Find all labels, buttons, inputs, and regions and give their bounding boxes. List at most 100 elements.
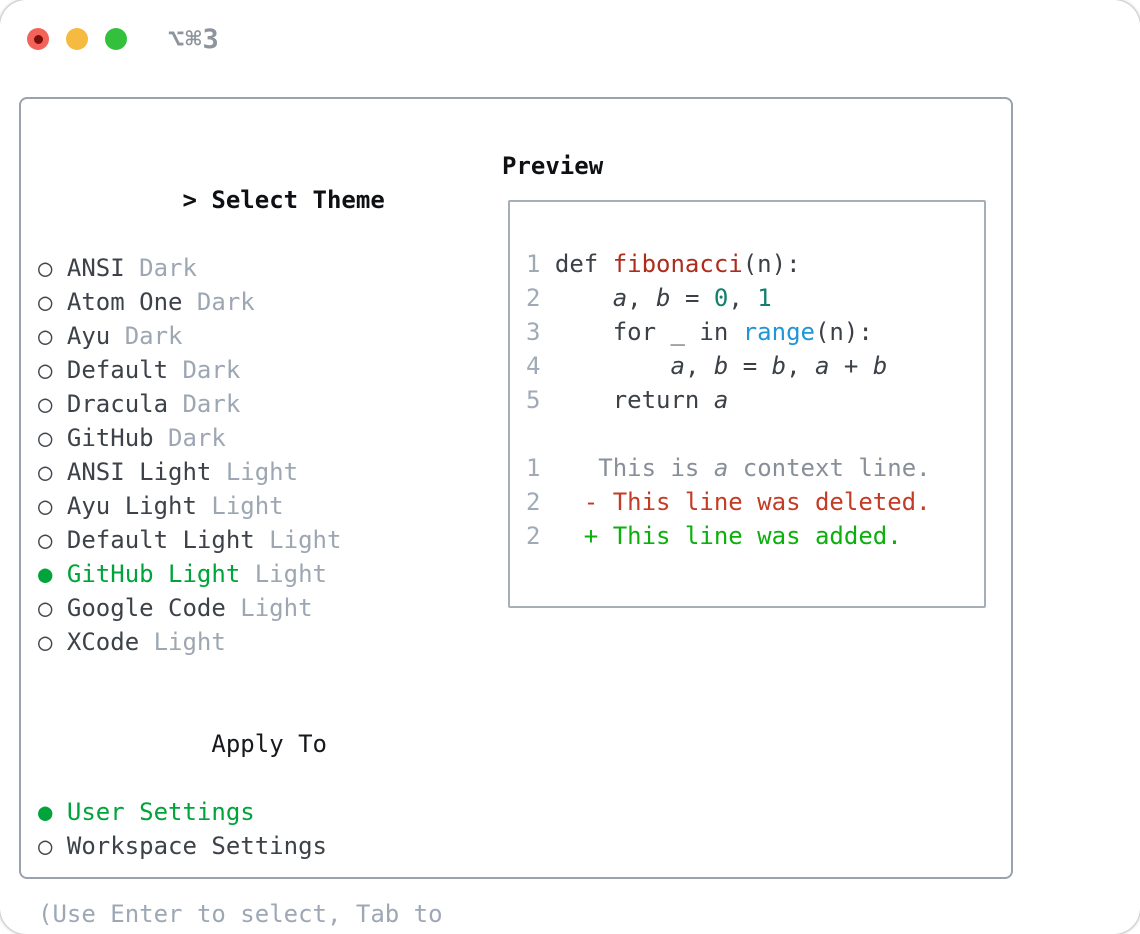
line-number: 5	[526, 386, 541, 414]
preview-title: Preview	[502, 152, 604, 180]
radio-icon: ○	[38, 628, 53, 656]
theme-option[interactable]: ○ Default Dark	[38, 353, 502, 387]
theme-variant: Dark	[168, 424, 226, 452]
radio-icon: ○	[38, 526, 53, 554]
line-number: 2	[526, 284, 541, 312]
theme-variant: Dark	[139, 254, 197, 282]
apply-label: Workspace Settings	[66, 832, 327, 860]
code-token: - This line was deleted.	[554, 488, 931, 516]
apply-to-header: Apply To	[38, 693, 502, 795]
code-token: This is	[554, 454, 714, 482]
theme-variant: Light	[254, 560, 327, 588]
radio-icon: ○	[38, 322, 53, 350]
radio-icon: ○	[38, 424, 53, 452]
radio-icon: ○	[38, 458, 53, 486]
theme-name: Default Light	[66, 526, 255, 554]
apply-option[interactable]: ○ Workspace Settings	[38, 829, 502, 863]
code-line: 1 def fibonacci(n):	[526, 247, 984, 281]
theme-option[interactable]: ○ Ayu Light Light	[38, 489, 502, 523]
theme-option[interactable]: ○ Dracula Dark	[38, 387, 502, 421]
code-token: a	[713, 386, 729, 414]
apply-option[interactable]: ● User Settings	[38, 795, 502, 829]
code-token: a	[670, 352, 685, 380]
theme-option[interactable]: ○ Ayu Dark	[38, 319, 502, 353]
code-line: 4 a, b = b, a + b	[526, 349, 984, 383]
spacer	[38, 863, 502, 897]
code-token: context line.	[728, 454, 931, 482]
theme-name: Dracula	[66, 390, 169, 418]
radio-selected-icon: ●	[38, 560, 53, 588]
theme-name: Atom One	[66, 288, 183, 316]
code-token: b	[713, 352, 729, 380]
radio-selected-icon: ●	[38, 798, 53, 826]
theme-variant: Dark	[182, 356, 241, 384]
radio-icon: ○	[38, 356, 53, 384]
code-token: a	[713, 454, 729, 482]
code-token: (n):	[742, 250, 801, 278]
radio-icon: ○	[38, 390, 53, 418]
keyboard-hint: (Use Enter to select, Tab to change focu…	[38, 900, 443, 928]
code-token: =	[728, 352, 772, 380]
code-line: 1 This is a context line.	[526, 451, 984, 485]
theme-option[interactable]: ● GitHub Light Light	[38, 557, 502, 591]
spacer	[38, 659, 502, 693]
theme-variant: Dark	[182, 390, 241, 418]
theme-option[interactable]: ○ ANSI Dark	[38, 251, 502, 285]
theme-option[interactable]: ○ Default Light Light	[38, 523, 502, 557]
radio-icon: ○	[38, 832, 53, 860]
line-number: 4	[526, 352, 541, 380]
apply-label: User Settings	[66, 798, 255, 826]
apply-to-list: ● User Settings ○ Workspace Settings	[38, 795, 502, 863]
code-token: =	[670, 284, 714, 312]
line-number: 1	[526, 250, 541, 278]
code-token: a	[815, 352, 830, 380]
code-token: b	[656, 284, 671, 312]
code-token: + This line was added.	[554, 522, 902, 550]
theme-name: ANSI	[66, 254, 125, 282]
code-line	[526, 417, 984, 451]
line-number: 1	[526, 454, 541, 482]
line-number: 2	[526, 488, 541, 516]
code-token: b	[771, 352, 787, 380]
code-line: 2 - This line was deleted.	[526, 485, 984, 519]
line-number: 3	[526, 318, 541, 346]
code-token: for _ in	[554, 318, 743, 346]
line-number: 2	[526, 522, 541, 550]
theme-variant: Light	[211, 492, 284, 520]
theme-name: Ayu	[66, 322, 111, 350]
code-token: +	[829, 352, 873, 380]
close-icon[interactable]	[27, 28, 49, 50]
minimize-icon[interactable]	[66, 28, 88, 50]
theme-variant: Light	[153, 628, 226, 656]
code-token: a	[612, 284, 628, 312]
theme-variant: Light	[225, 458, 299, 486]
code-line: 3 for _ in range(n):	[526, 315, 984, 349]
code-token: fibonacci	[612, 250, 743, 278]
theme-name: GitHub Light	[66, 560, 241, 588]
radio-icon: ○	[38, 492, 53, 520]
zoom-icon[interactable]	[105, 28, 127, 50]
theme-name: Default	[66, 356, 169, 384]
radio-icon: ○	[38, 254, 53, 282]
titlebar: ⌥⌘3	[27, 24, 1120, 55]
code-token: ,	[684, 352, 714, 380]
code-token: return	[554, 386, 714, 414]
code-token: def	[554, 250, 613, 278]
picker-title: Select Theme	[211, 186, 385, 214]
prompt-icon: >	[182, 186, 197, 214]
theme-variant: Dark	[124, 322, 183, 350]
theme-variant: Light	[269, 526, 342, 554]
theme-name: Ayu Light	[66, 492, 197, 520]
code-token: b	[872, 352, 888, 380]
picker-header: > Select Theme	[38, 149, 502, 251]
